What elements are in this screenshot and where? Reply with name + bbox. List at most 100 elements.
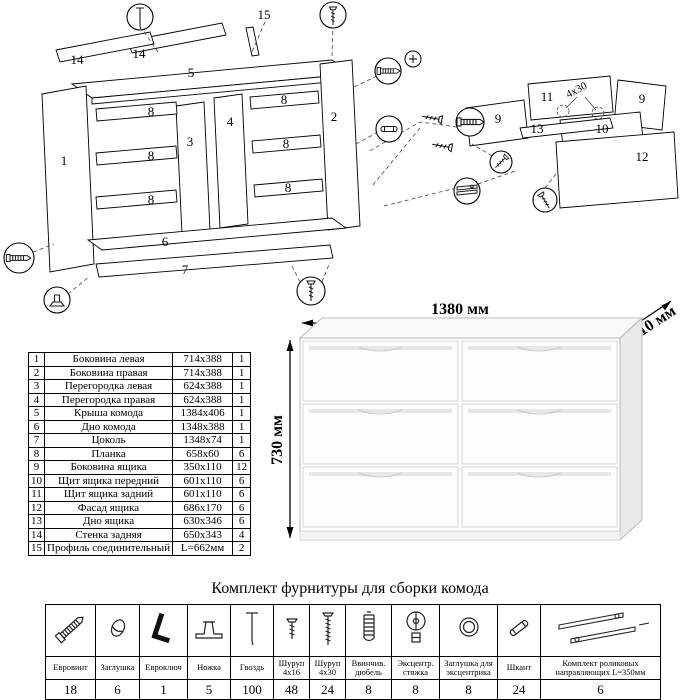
hex-key-icon bbox=[150, 612, 170, 644]
hardware-item-qty: 6 bbox=[540, 679, 661, 700]
part-label-8: 8 bbox=[148, 148, 155, 163]
hardware-item-qty: 24 bbox=[497, 679, 541, 700]
parts-table-row: 4 Перегородка правая 624x388 1 bbox=[28, 392, 252, 407]
leg-icon bbox=[195, 621, 223, 639]
part-name: Крыша комода bbox=[43, 406, 174, 421]
screw-callout bbox=[532, 187, 558, 213]
hardware-labels-row: Евровинт Заглушка Евроключ Ножка Гвоздь … bbox=[45, 656, 661, 680]
part-label-8: 8 bbox=[148, 104, 155, 119]
part-number: 1 bbox=[28, 352, 45, 367]
dowel-icon bbox=[509, 619, 529, 637]
part-label-13: 13 bbox=[531, 121, 544, 136]
part-name: Цоколь bbox=[43, 433, 174, 448]
height-dimension-arrow bbox=[286, 340, 294, 538]
cabinet-exploded-view bbox=[41, 22, 361, 278]
hardware-item-label: Ножка bbox=[187, 656, 231, 680]
part-label-8: 8 bbox=[281, 92, 288, 107]
hardware-item-qty: 8 bbox=[345, 679, 392, 700]
parts-table-row: 5 Крыша комода 1384x406 1 bbox=[28, 406, 252, 421]
parts-table-row: 3 Перегородка левая 624x388 1 bbox=[28, 379, 252, 394]
drawer-grooves bbox=[309, 346, 611, 476]
dowel-callout bbox=[375, 115, 403, 143]
part-label-6: 6 bbox=[162, 234, 169, 249]
screw-callout bbox=[319, 1, 347, 29]
parts-table-row: 2 Боковина правая 714x388 1 bbox=[28, 365, 252, 380]
hardware-item-qty: 6 bbox=[95, 679, 140, 700]
hardware-item-label: Евровинт bbox=[45, 656, 96, 680]
part-label-3: 3 bbox=[187, 134, 194, 149]
part-qty: 12 bbox=[232, 460, 252, 475]
euro-screw-callout bbox=[374, 57, 402, 85]
part-qty: 1 bbox=[232, 406, 252, 421]
exploded-assembly-diagram: 15 14 14 5 1 2 3 4 8 8 8 8 8 8 6 7 11 9 … bbox=[3, 1, 679, 314]
hardware-item-qty: 8 bbox=[391, 679, 440, 700]
parts-list-table: 1 Боковина левая 714x388 1 2 Боковина пр… bbox=[28, 352, 252, 556]
hardware-quantities-row: 18 6 1 5 100 48 24 8 8 8 24 6 bbox=[45, 679, 661, 700]
part-name: Стенка задняя bbox=[43, 527, 174, 542]
hardware-icons-row bbox=[45, 604, 661, 657]
part-size: 601x110 bbox=[172, 487, 234, 502]
part-qty: 1 bbox=[232, 392, 252, 407]
part-size: 1348x388 bbox=[172, 419, 234, 434]
part-size: 350x110 bbox=[172, 460, 234, 475]
screw-4x30-icon bbox=[321, 612, 334, 645]
parts-table-row: 7 Цоколь 1348x74 1 bbox=[28, 433, 252, 448]
hardware-item-label: Заглушка для эксцентрика bbox=[439, 656, 498, 680]
hardware-item-qty: 8 bbox=[439, 679, 498, 700]
part-size: 624x388 bbox=[172, 379, 234, 394]
screw-4x16-icon bbox=[285, 618, 298, 639]
phillips-bit-callout bbox=[404, 50, 422, 68]
nail-icon bbox=[246, 612, 258, 646]
part-name: Дно ящика bbox=[43, 514, 174, 529]
part-number: 15 bbox=[28, 541, 45, 556]
parts-table-row: 12 Фасад ящика 686x170 6 bbox=[28, 500, 252, 515]
part-qty: 6 bbox=[232, 487, 252, 502]
euro-screw-icon bbox=[54, 616, 84, 644]
part-label-14: 14 bbox=[71, 52, 85, 67]
hardware-item-qty: 1 bbox=[139, 679, 188, 700]
plinth bbox=[299, 530, 621, 541]
hardware-item-label: Ввинчив. дюбель bbox=[345, 656, 392, 680]
part-qty: 1 bbox=[232, 419, 252, 434]
part-name: Щит ящика передний bbox=[43, 473, 174, 488]
threaded-dowel-icon bbox=[362, 611, 375, 642]
hardware-item-label: Шкант bbox=[497, 656, 541, 680]
part-label-8: 8 bbox=[148, 192, 155, 207]
cam-lock-icon bbox=[405, 611, 426, 643]
part-qty: 6 bbox=[232, 514, 252, 529]
screw-callout bbox=[296, 276, 326, 306]
parts-table-row: 10 Щит ящика передний 601x110 6 bbox=[28, 473, 252, 488]
part-name: Фасад ящика bbox=[43, 500, 174, 515]
hardware-item-qty: 5 bbox=[187, 679, 231, 700]
part-size: 650x343 bbox=[172, 527, 234, 542]
parts-table-row: 14 Стенка задняя 650x343 4 bbox=[28, 527, 252, 542]
hardware-item-label: Заглушка bbox=[95, 656, 140, 680]
part-number: 3 bbox=[28, 379, 45, 394]
hardware-item-label: Гвоздь bbox=[230, 656, 274, 680]
part-label-8: 8 bbox=[283, 136, 290, 151]
parts-table-row: 15 Профиль соединительный L=662мм 2 bbox=[28, 541, 252, 556]
hardware-item-label: Евроключ bbox=[139, 656, 188, 680]
part-label-1: 1 bbox=[61, 153, 68, 168]
part-qty: 4 bbox=[232, 527, 252, 542]
part-name: Боковина ящика bbox=[43, 460, 174, 475]
part-qty: 6 bbox=[232, 446, 252, 461]
part-size: 714x388 bbox=[172, 365, 234, 380]
part-label-5: 5 bbox=[188, 65, 195, 80]
part-number: 6 bbox=[28, 419, 45, 434]
drawer-exploded-view bbox=[465, 75, 679, 209]
part-name: Профиль соединительный bbox=[43, 541, 174, 556]
part-name: Дно комода bbox=[43, 419, 174, 434]
part-qty: 1 bbox=[232, 352, 252, 367]
dresser-body bbox=[298, 316, 644, 542]
part-name: Планка bbox=[43, 446, 174, 461]
part-label-4: 4 bbox=[227, 114, 234, 129]
hardware-item-qty: 18 bbox=[45, 679, 96, 700]
part-label-10: 10 bbox=[596, 121, 609, 136]
screw-icon bbox=[420, 111, 444, 125]
drawer-rails-icon bbox=[557, 612, 649, 644]
hardware-item-qty: 48 bbox=[273, 679, 310, 700]
parts-table-row: 11 Щит ящика задний 601x110 6 bbox=[28, 487, 252, 502]
part-label-14: 14 bbox=[133, 46, 147, 61]
part-size: 714x388 bbox=[172, 352, 234, 367]
